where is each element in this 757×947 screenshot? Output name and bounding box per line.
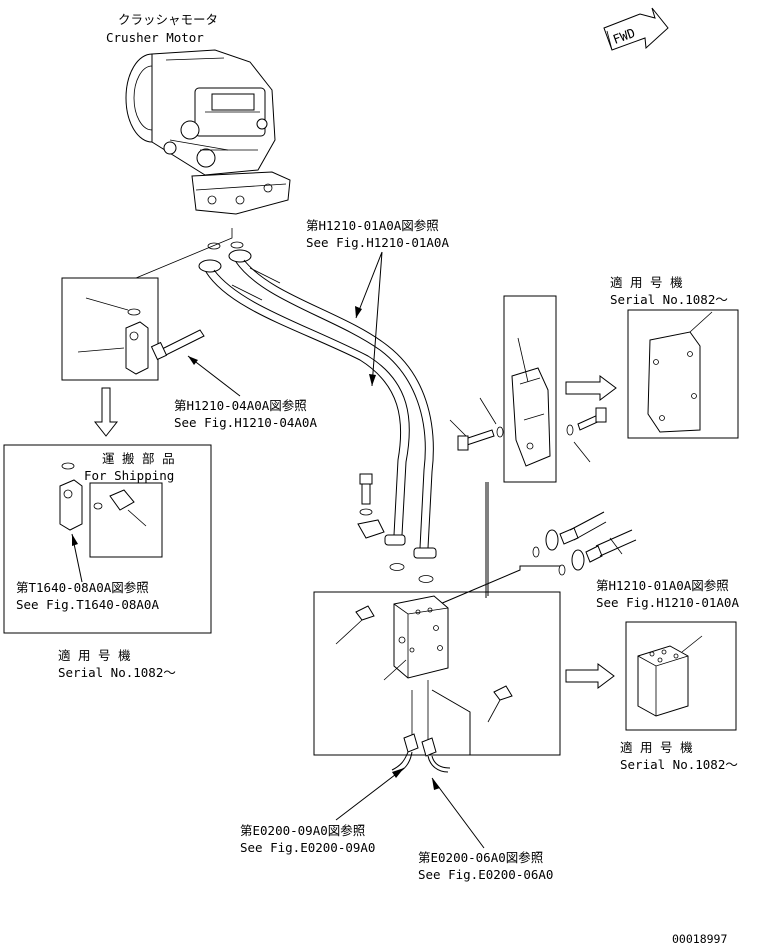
arrow-right-icon bbox=[565, 375, 617, 401]
plug-part bbox=[335, 605, 513, 723]
ref-t1640-08a0a-en: See Fig.T1640-08A0A bbox=[16, 597, 159, 612]
relief-valve-part bbox=[77, 297, 149, 375]
right-fittings-part bbox=[532, 511, 637, 576]
serial-left-jp: 適 用 号 機 bbox=[58, 648, 131, 663]
ref-e0200-06a0-jp: 第E0200-06A0図参照 bbox=[418, 850, 543, 865]
serial-bottom-right-en: Serial No.1082～ bbox=[620, 757, 738, 772]
serial-left-en: Serial No.1082～ bbox=[58, 665, 176, 680]
ref-e0200-09a0-jp: 第E0200-09A0図参照 bbox=[240, 823, 365, 838]
bolt-right-part bbox=[566, 407, 607, 463]
center-bolt-part bbox=[357, 473, 385, 539]
crusher-motor-illustration bbox=[125, 49, 291, 215]
ref-h1210-01a0a-top-jp: 第H1210-01A0A図参照 bbox=[306, 218, 439, 233]
serial-block-part bbox=[637, 635, 703, 717]
arrow-right-lower-icon bbox=[565, 663, 615, 689]
bolt-left-part bbox=[449, 397, 504, 451]
fwd-label: FWD bbox=[611, 25, 637, 47]
ref-h1210-01a0a-right-jp: 第H1210-01A0A図参照 bbox=[596, 578, 729, 593]
hose-assembly bbox=[198, 249, 437, 583]
serial-top-right-en: Serial No.1082～ bbox=[610, 292, 728, 307]
serial-bottom-right-jp: 適 用 号 機 bbox=[620, 740, 693, 755]
serial-bracket-box bbox=[627, 309, 739, 439]
crusher-motor-jp: クラッシャモータ bbox=[118, 12, 218, 27]
ref-h1210-04a0a-jp: 第H1210-04A0A図参照 bbox=[174, 398, 307, 413]
arrow-down-icon bbox=[93, 387, 119, 437]
for-shipping-en: For Shipping bbox=[84, 468, 174, 483]
bolt-part bbox=[150, 329, 205, 361]
ref-t1640-08a0a-jp: 第T1640-08A0A図参照 bbox=[16, 580, 149, 595]
fwd-arrow-icon: FWD bbox=[603, 7, 669, 51]
serial-top-right-jp: 適 用 号 機 bbox=[610, 275, 683, 290]
manifold-detail-box bbox=[313, 591, 561, 756]
ref-e0200-06a0-en: See Fig.E0200-06A0 bbox=[418, 867, 553, 882]
ref-h1210-01a0a-right-en: See Fig.H1210-01A0A bbox=[596, 595, 739, 610]
valve-detail-box bbox=[61, 277, 159, 381]
ref-h1210-01a0a-top-en: See Fig.H1210-01A0A bbox=[306, 235, 449, 250]
drawing-number: 00018997 bbox=[672, 932, 727, 946]
shipping-parts-box bbox=[3, 444, 212, 634]
shipping-valve-part bbox=[59, 462, 147, 531]
serial-block-box bbox=[625, 621, 737, 731]
bracket-plate-part bbox=[647, 311, 713, 433]
crusher-motor-en: Crusher Motor bbox=[106, 30, 204, 45]
bracket-detail-box bbox=[503, 295, 557, 483]
lower-fittings-part bbox=[391, 733, 451, 775]
manifold-block-part bbox=[393, 595, 449, 679]
for-shipping-jp: 運 搬 部 品 bbox=[102, 451, 175, 466]
ref-e0200-09a0-en: See Fig.E0200-09A0 bbox=[240, 840, 375, 855]
shipping-inner-box bbox=[89, 482, 163, 558]
bracket-part bbox=[511, 337, 551, 467]
ref-h1210-04a0a-en: See Fig.H1210-04A0A bbox=[174, 415, 317, 430]
